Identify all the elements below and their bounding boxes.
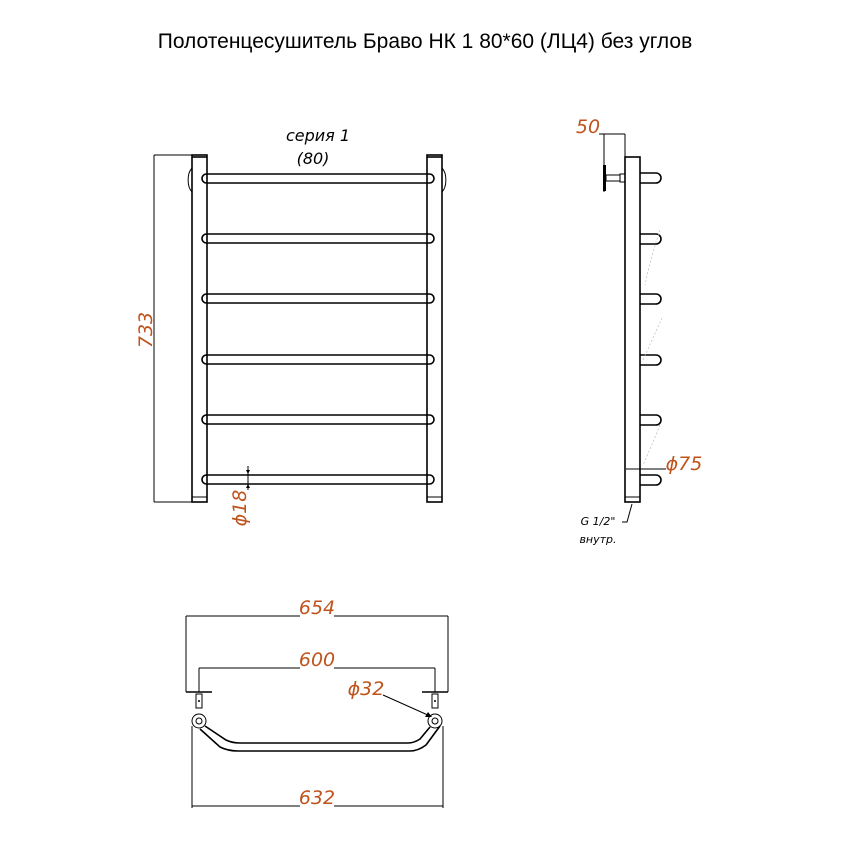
height-dimension: 733 xyxy=(135,312,157,348)
rung-profile xyxy=(640,414,662,426)
rung-profile xyxy=(640,293,662,305)
right-upright-pipe xyxy=(426,154,443,503)
rung xyxy=(201,354,435,365)
rung xyxy=(201,173,435,184)
wall-mount-plate xyxy=(603,165,606,191)
rung-profile xyxy=(640,233,662,245)
mount-diameter-dimension: ϕ32 xyxy=(348,678,385,700)
pipe-diameter-dimension: ϕ18 xyxy=(229,490,251,527)
rung-profile xyxy=(640,354,662,366)
bracket-lower-edge xyxy=(199,725,441,752)
series-label: серия 1 xyxy=(286,126,350,145)
rung xyxy=(201,293,435,304)
front-view: серия 1 (80) 733 ϕ18 xyxy=(135,126,447,527)
overall-width-dimension: 654 xyxy=(299,597,335,619)
thread-label: G 1/2" xyxy=(581,515,616,528)
center-distance-dimension: 600 xyxy=(299,649,335,671)
side-upright-pipe xyxy=(624,156,641,503)
side-view: 50 ϕ75 G 1/2" внутр. xyxy=(576,116,702,546)
left-mount-flange xyxy=(187,167,193,193)
side-rungs xyxy=(640,172,662,486)
right-mount-joint xyxy=(427,713,443,729)
left-upright-pipe xyxy=(191,154,208,503)
bracket-width-dimension: 632 xyxy=(299,787,335,809)
drawing-title: Полотенцесушитель Браво НК 1 80*60 (ЛЦ4)… xyxy=(157,30,693,53)
rung-diameter-dimension: ϕ75 xyxy=(666,453,703,475)
left-mount-joint xyxy=(191,713,207,729)
mount-diameter-leader xyxy=(382,694,431,717)
bracket-upper-edge xyxy=(204,725,431,744)
rung xyxy=(201,414,435,425)
top-view: 654 600 ϕ32 632 xyxy=(185,597,449,810)
rung xyxy=(201,233,435,244)
rung-profile xyxy=(640,474,662,486)
rung xyxy=(201,474,435,485)
thread-leader xyxy=(622,503,633,523)
series-value: (80) xyxy=(297,149,330,168)
thread-note: внутр. xyxy=(579,533,616,546)
right-mount-rod xyxy=(431,693,439,709)
rung-profile xyxy=(640,172,662,184)
rungs xyxy=(201,173,435,485)
left-mount-rod xyxy=(195,693,203,709)
right-mount-flange xyxy=(441,167,447,193)
wall-mount-rod xyxy=(605,174,621,182)
wall-offset-dimension: 50 xyxy=(576,116,600,138)
